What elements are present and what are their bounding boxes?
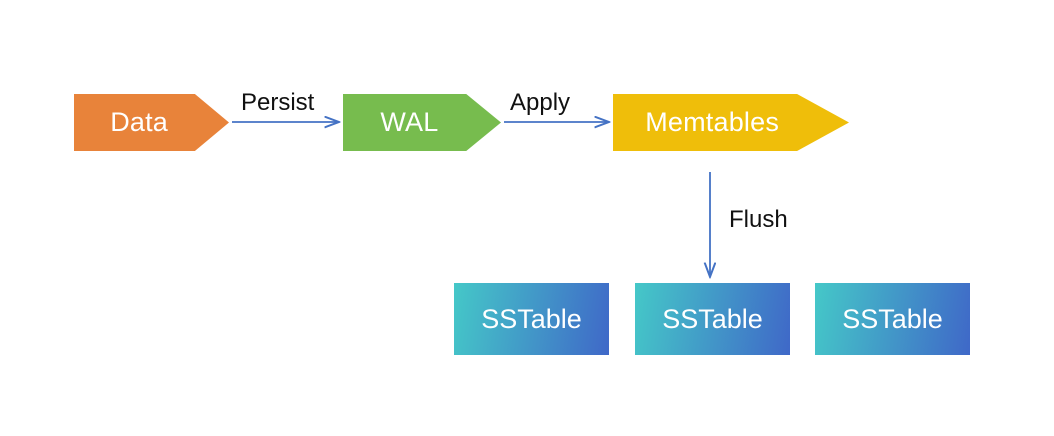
node-memtables-label: Memtables — [645, 107, 780, 137]
sstable-box-2-label: SSTable — [662, 303, 763, 334]
node-wal[interactable]: WAL — [343, 94, 501, 151]
edge-label-apply: Apply — [510, 89, 571, 116]
edge-label-flush: Flush — [729, 206, 788, 233]
node-data-label: Data — [110, 107, 169, 137]
sstable-box-3-label: SSTable — [842, 303, 943, 334]
sstable-box-3[interactable]: SSTable — [815, 283, 970, 355]
node-wal-label: WAL — [380, 107, 439, 137]
node-data[interactable]: Data — [74, 94, 229, 151]
sstable-box-2[interactable]: SSTable — [635, 283, 790, 355]
sstable-box-1[interactable]: SSTable — [454, 283, 609, 355]
edge-label-persist: Persist — [241, 89, 315, 116]
node-memtables[interactable]: Memtables — [613, 94, 849, 151]
sstable-box-1-label: SSTable — [481, 303, 582, 334]
